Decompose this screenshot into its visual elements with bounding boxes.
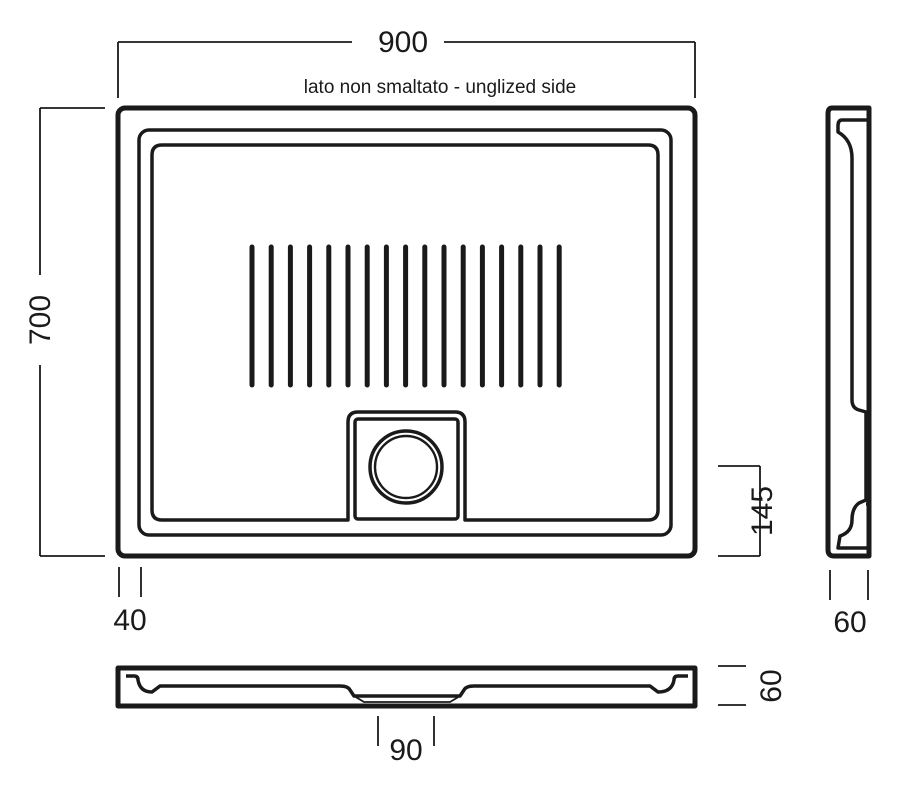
height-label: 700 (24, 295, 57, 345)
tray-basin-outline (150, 143, 660, 522)
rim-label: 40 (113, 604, 146, 637)
side-profile-outer (825, 105, 872, 559)
drain-outer-ring (368, 429, 444, 505)
dimension-side-depth: 60 (829, 570, 869, 639)
front-view (115, 665, 698, 709)
side-depth-label: 60 (833, 606, 866, 639)
front-depth-label: 60 (755, 669, 788, 702)
drain-inner-ring (373, 434, 439, 500)
side-profile-inner (836, 118, 869, 550)
dimension-width: 900 (117, 26, 696, 98)
top-view (115, 105, 698, 559)
dimension-drain-width: 90 (377, 716, 435, 767)
front-profile-outer (115, 665, 698, 709)
unglazed-side-note: lato non smaltato - unglized side (304, 77, 577, 98)
anti-slip-slots (249, 244, 562, 388)
dimension-height: 700 (24, 107, 105, 557)
drain-offset-label: 145 (746, 486, 779, 536)
drain-width-label: 90 (389, 734, 422, 767)
side-view (825, 105, 872, 559)
tray-rim-inner (137, 128, 673, 537)
front-profile-inner (126, 674, 688, 698)
tray-outline (115, 105, 698, 559)
drain-housing (353, 417, 460, 521)
dimension-rim: 40 (113, 567, 147, 637)
drain-channel (353, 695, 461, 703)
dimension-front-depth: 60 (718, 665, 788, 706)
width-label: 900 (378, 26, 428, 59)
dimension-drain-offset: 145 (718, 465, 779, 557)
